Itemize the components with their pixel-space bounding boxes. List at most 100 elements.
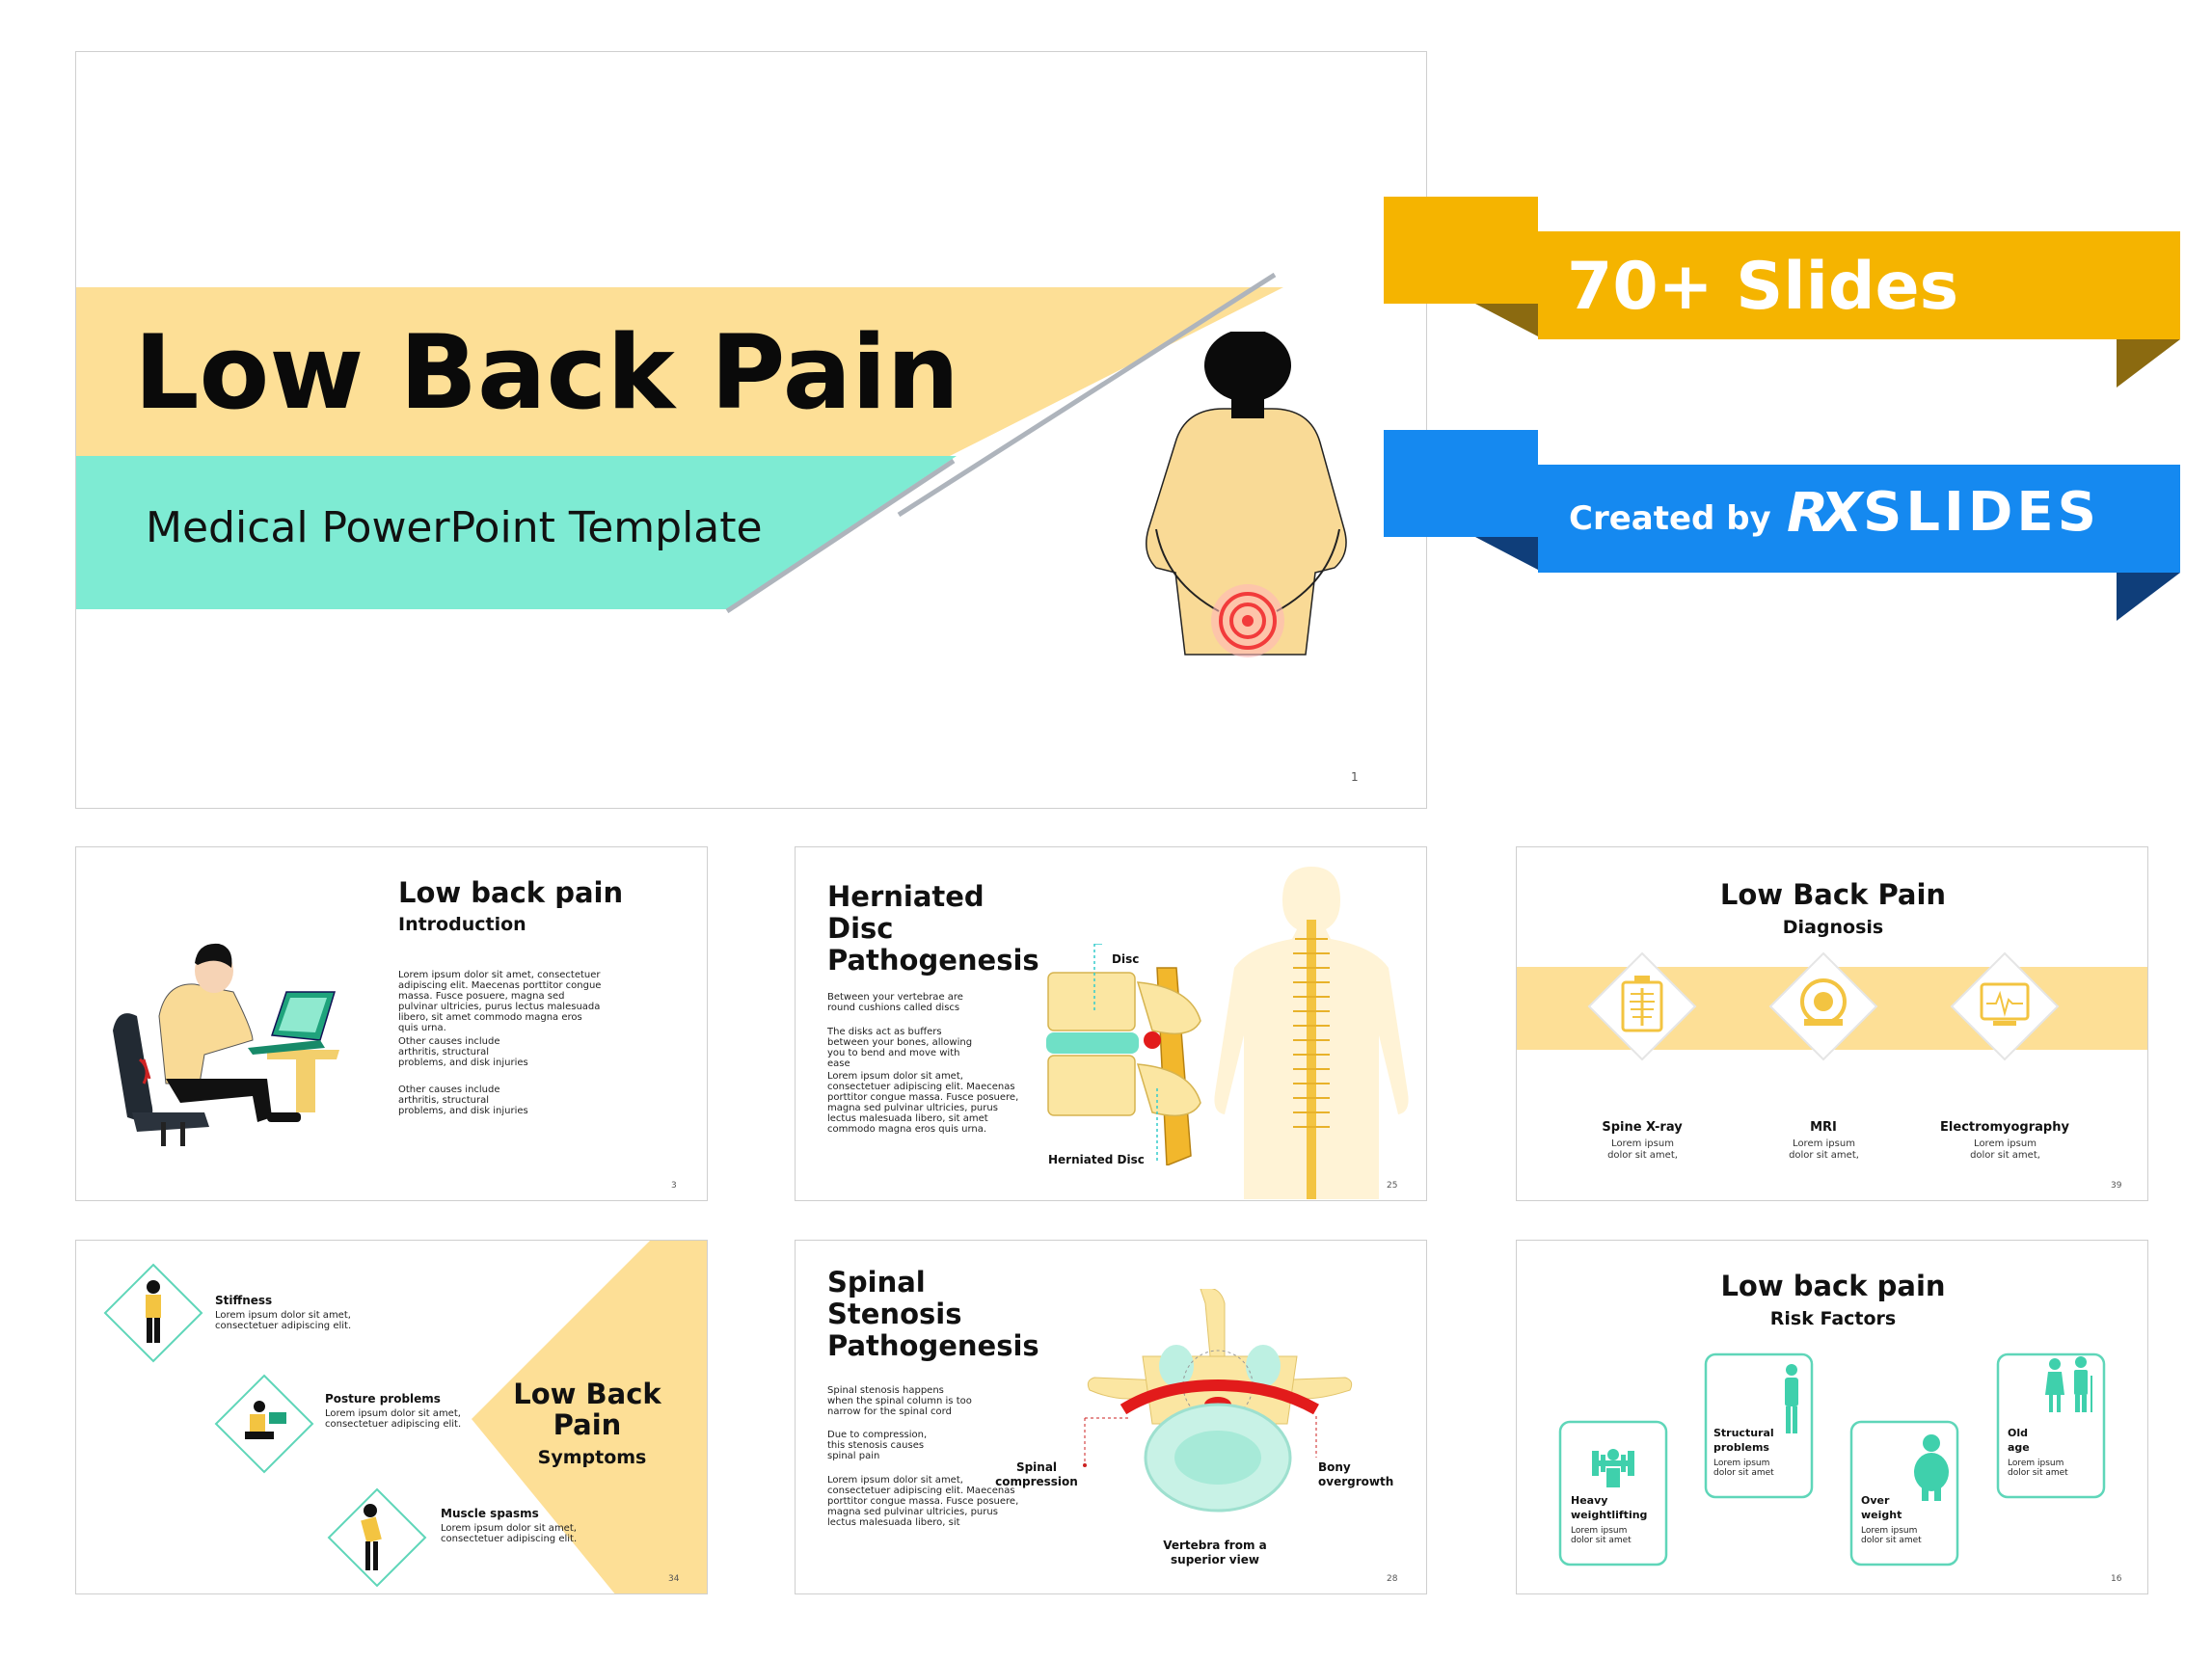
overweight-person-icon [1914, 1434, 1949, 1501]
herniated-paragraph-2: The disks act as buffers between your bo… [827, 1027, 973, 1069]
stenosis-title-line-3: Pathogenesis [827, 1329, 1039, 1362]
stenosis-paragraph-1: Spinal stenosis happens when the spinal … [827, 1385, 972, 1417]
spine-xray-diamond [1587, 951, 1697, 1061]
risk-text-oldage-l1: Lorem ipsum [2008, 1459, 2064, 1468]
herniated-paragraph-1: Between your vertebrae are round cushion… [827, 992, 963, 1013]
risk-page-number: 16 [2111, 1574, 2122, 1584]
diagnosis-label-spine-xray: Spine X-ray [1602, 1120, 1683, 1135]
risk-subtitle: Risk Factors [1769, 1308, 1897, 1329]
intro-paragraph-1: Lorem ipsum dolor sit amet, consectetuer… [398, 970, 602, 1033]
symptoms-slide-thumbnail[interactable]: Stiffness Lorem ipsum dolor sit amet, co… [75, 1240, 708, 1594]
intro-subtitle: Introduction [398, 914, 526, 935]
posture-problems-diamond [214, 1374, 314, 1474]
stenosis-callout-lines [1083, 1416, 1317, 1467]
herniated-page-number: 25 [1387, 1181, 1398, 1191]
diagnosis-page-number: 39 [2111, 1181, 2122, 1191]
intro-title: Low back pain [398, 876, 624, 909]
symptom-text-posture: Lorem ipsum dolor sit amet, consectetuer… [325, 1408, 462, 1430]
risk-text-overweight-l1: Lorem ipsum [1861, 1526, 1918, 1536]
label-bony-overgrowth-line-1: Bony [1318, 1460, 1351, 1474]
intro-paragraph-3: Other causes include arthritis, structur… [398, 1084, 528, 1116]
stenosis-paragraph-3: Lorem ipsum dolor sit amet, consectetuer… [827, 1475, 1019, 1528]
symptom-label-muscle-spasms: Muscle spasms [441, 1507, 539, 1520]
brand-logo-slides: SLIDES [1863, 481, 2100, 544]
stenosis-paragraph-2: Due to compression, this stenosis causes… [827, 1430, 928, 1461]
herniated-title-line-1: Herniated [827, 880, 985, 913]
brand-logo-rx: RX [1787, 482, 1862, 545]
standing-person-icon [1785, 1364, 1798, 1433]
slides-count-text: 70+ Slides [1567, 249, 1959, 325]
diagnosis-title: Low Back Pain [1719, 878, 1947, 911]
label-spinal-compression-line-2: compression [995, 1475, 1078, 1488]
intro-paragraph-2: Other causes include arthritis, structur… [398, 1036, 528, 1068]
risk-text-structural-l1: Lorem ipsum [1713, 1459, 1770, 1468]
electromyography-diamond [1950, 951, 2060, 1061]
intro-page-number: 3 [671, 1181, 677, 1191]
mri-diamond [1768, 951, 1878, 1061]
stiffness-diamond [103, 1263, 203, 1363]
muscle-spasms-diamond [327, 1487, 427, 1588]
diagnosis-diamonds [1587, 951, 2060, 1061]
hero-teal-band [76, 456, 957, 609]
diagnosis-text-electromyography: Lorem ipsum dolor sit amet, [1970, 1138, 2040, 1161]
risk-label-oldage-l1: Old [2008, 1427, 2028, 1439]
stenosis-title-line-2: Stenosis [827, 1298, 962, 1330]
diagnosis-slide-thumbnail[interactable]: Low Back Pain Diagnosis Spine X-ray Lore… [1516, 846, 2148, 1201]
risk-text-heavy-l2: dolor sit amet [1571, 1536, 1632, 1545]
herniated-title-line-3: Pathogenesis [827, 944, 1039, 977]
risk-title: Low back pain [1720, 1270, 1946, 1302]
diagnosis-subtitle: Diagnosis [1782, 917, 1884, 938]
label-vertebra-superior-line-1: Vertebra from a [1163, 1539, 1267, 1552]
spinal-stenosis-slide-thumbnail[interactable]: Spinal Stenosis Pathogenesis Spinal sten… [795, 1240, 1427, 1594]
risk-label-oldage-l2: age [2008, 1441, 2030, 1454]
herniated-title-line-2: Disc [827, 912, 894, 945]
diagnosis-text-mri: Lorem ipsum dolor sit amet, [1789, 1138, 1859, 1161]
stenosis-page-number: 28 [1387, 1574, 1398, 1584]
hero-gray-line-upper [897, 272, 1277, 518]
herniated-disc-vertebrae-illustration [1046, 967, 1201, 1165]
risk-label-heavy-l1: Heavy [1571, 1494, 1608, 1507]
pain-target-icon [1211, 584, 1284, 657]
intro-slide-thumbnail[interactable]: Low back pain Introduction Lorem ipsum d… [75, 846, 708, 1201]
hero-page-number: 1 [1351, 770, 1359, 784]
risk-label-overweight-l2: weight [1861, 1509, 1902, 1521]
diagnosis-text-spine-xray: Lorem ipsum dolor sit amet, [1607, 1138, 1678, 1161]
label-spinal-compression-line-1: Spinal [1015, 1460, 1058, 1474]
risk-text-heavy-l1: Lorem ipsum [1571, 1526, 1628, 1536]
symptom-label-posture: Posture problems [325, 1392, 441, 1406]
back-pain-man-illustration [1146, 332, 1347, 657]
symptoms-page-number: 34 [668, 1574, 680, 1584]
risk-factor-cards [1558, 1352, 2106, 1566]
risk-text-structural-l2: dolor sit amet [1713, 1468, 1774, 1478]
risk-label-structural-l2: problems [1713, 1441, 1769, 1454]
label-vertebra-superior-line-2: superior view [1171, 1553, 1259, 1566]
office-worker-illustration [113, 943, 339, 1146]
created-by-text: Created by [1569, 499, 1771, 538]
risk-label-heavy-l2: weightlifting [1571, 1509, 1648, 1521]
stenosis-title-line-1: Spinal [827, 1266, 926, 1299]
hero-subtitle: Medical PowerPoint Template [146, 503, 763, 552]
symptoms-title-line-2: Pain [553, 1408, 622, 1441]
risk-label-overweight-l1: Over [1861, 1494, 1890, 1507]
hero-slide[interactable]: Low Back Pain Medical PowerPoint Templat… [75, 51, 1427, 809]
symptoms-subtitle: Symptoms [537, 1447, 647, 1468]
symptom-text-muscle-spasms: Lorem ipsum dolor sit amet, consectetuer… [441, 1523, 578, 1544]
body-silhouette-spine [1214, 867, 1409, 1199]
symptoms-diamonds [103, 1263, 427, 1588]
herniated-paragraph-3: Lorem ipsum dolor sit amet, consectetuer… [827, 1071, 1019, 1135]
herniated-disc-callout-lines [1093, 944, 1158, 1164]
diagnosis-label-electromyography: Electromyography [1940, 1120, 2069, 1135]
hero-title: Low Back Pain [134, 313, 959, 432]
elderly-couple-icon [2045, 1356, 2092, 1412]
label-herniated-disc: Herniated Disc [1048, 1153, 1145, 1166]
hero-yellow-band [76, 287, 1283, 456]
created-by-ribbon [1384, 430, 2180, 621]
herniated-disc-slide-thumbnail[interactable]: Herniated Disc Pathogenesis Between your… [795, 846, 1427, 1201]
hero-banner-shapes [76, 272, 1283, 614]
vertebra-superior-view-illustration [1087, 1289, 1353, 1513]
label-disc: Disc [1112, 952, 1140, 966]
card-heavy-weightlifting [1558, 1420, 1668, 1566]
risk-factors-slide-thumbnail[interactable]: Low back pain Risk Factors [1516, 1240, 2148, 1594]
slides-count-ribbon [1384, 197, 2180, 388]
symptom-label-stiffness: Stiffness [215, 1294, 273, 1307]
